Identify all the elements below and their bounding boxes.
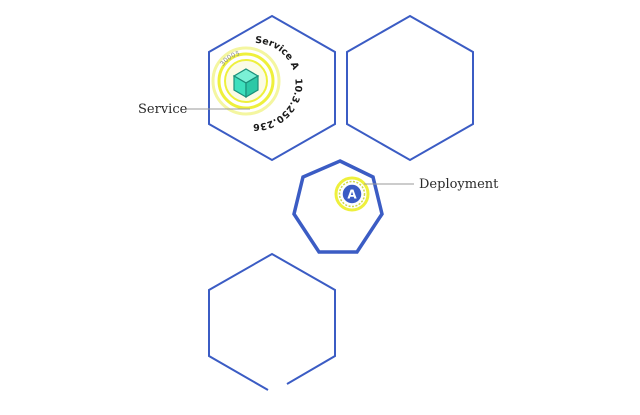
- deployment-dashed-ring: [338, 180, 366, 208]
- node-hexagon-2: [346, 14, 474, 162]
- service-callout-label: Service: [138, 102, 188, 117]
- service-middle-ring: [217, 52, 275, 110]
- node-hexagon-1: [208, 14, 336, 162]
- node-hexagon-4: [208, 252, 336, 391]
- deployment-group[interactable]: A: [334, 176, 370, 212]
- node-heptagon-3: [292, 159, 384, 254]
- service-outer-ring: [211, 46, 281, 116]
- service-group[interactable]: Service A 10.3.250.236 30005: [211, 35, 304, 132]
- deployment-badge-icon: [341, 183, 363, 205]
- cube-icon: [232, 68, 260, 99]
- deployment-letter: A: [347, 188, 357, 202]
- deployment-callout-label: Deployment: [419, 177, 499, 192]
- deployment-outer-ring: [334, 176, 370, 212]
